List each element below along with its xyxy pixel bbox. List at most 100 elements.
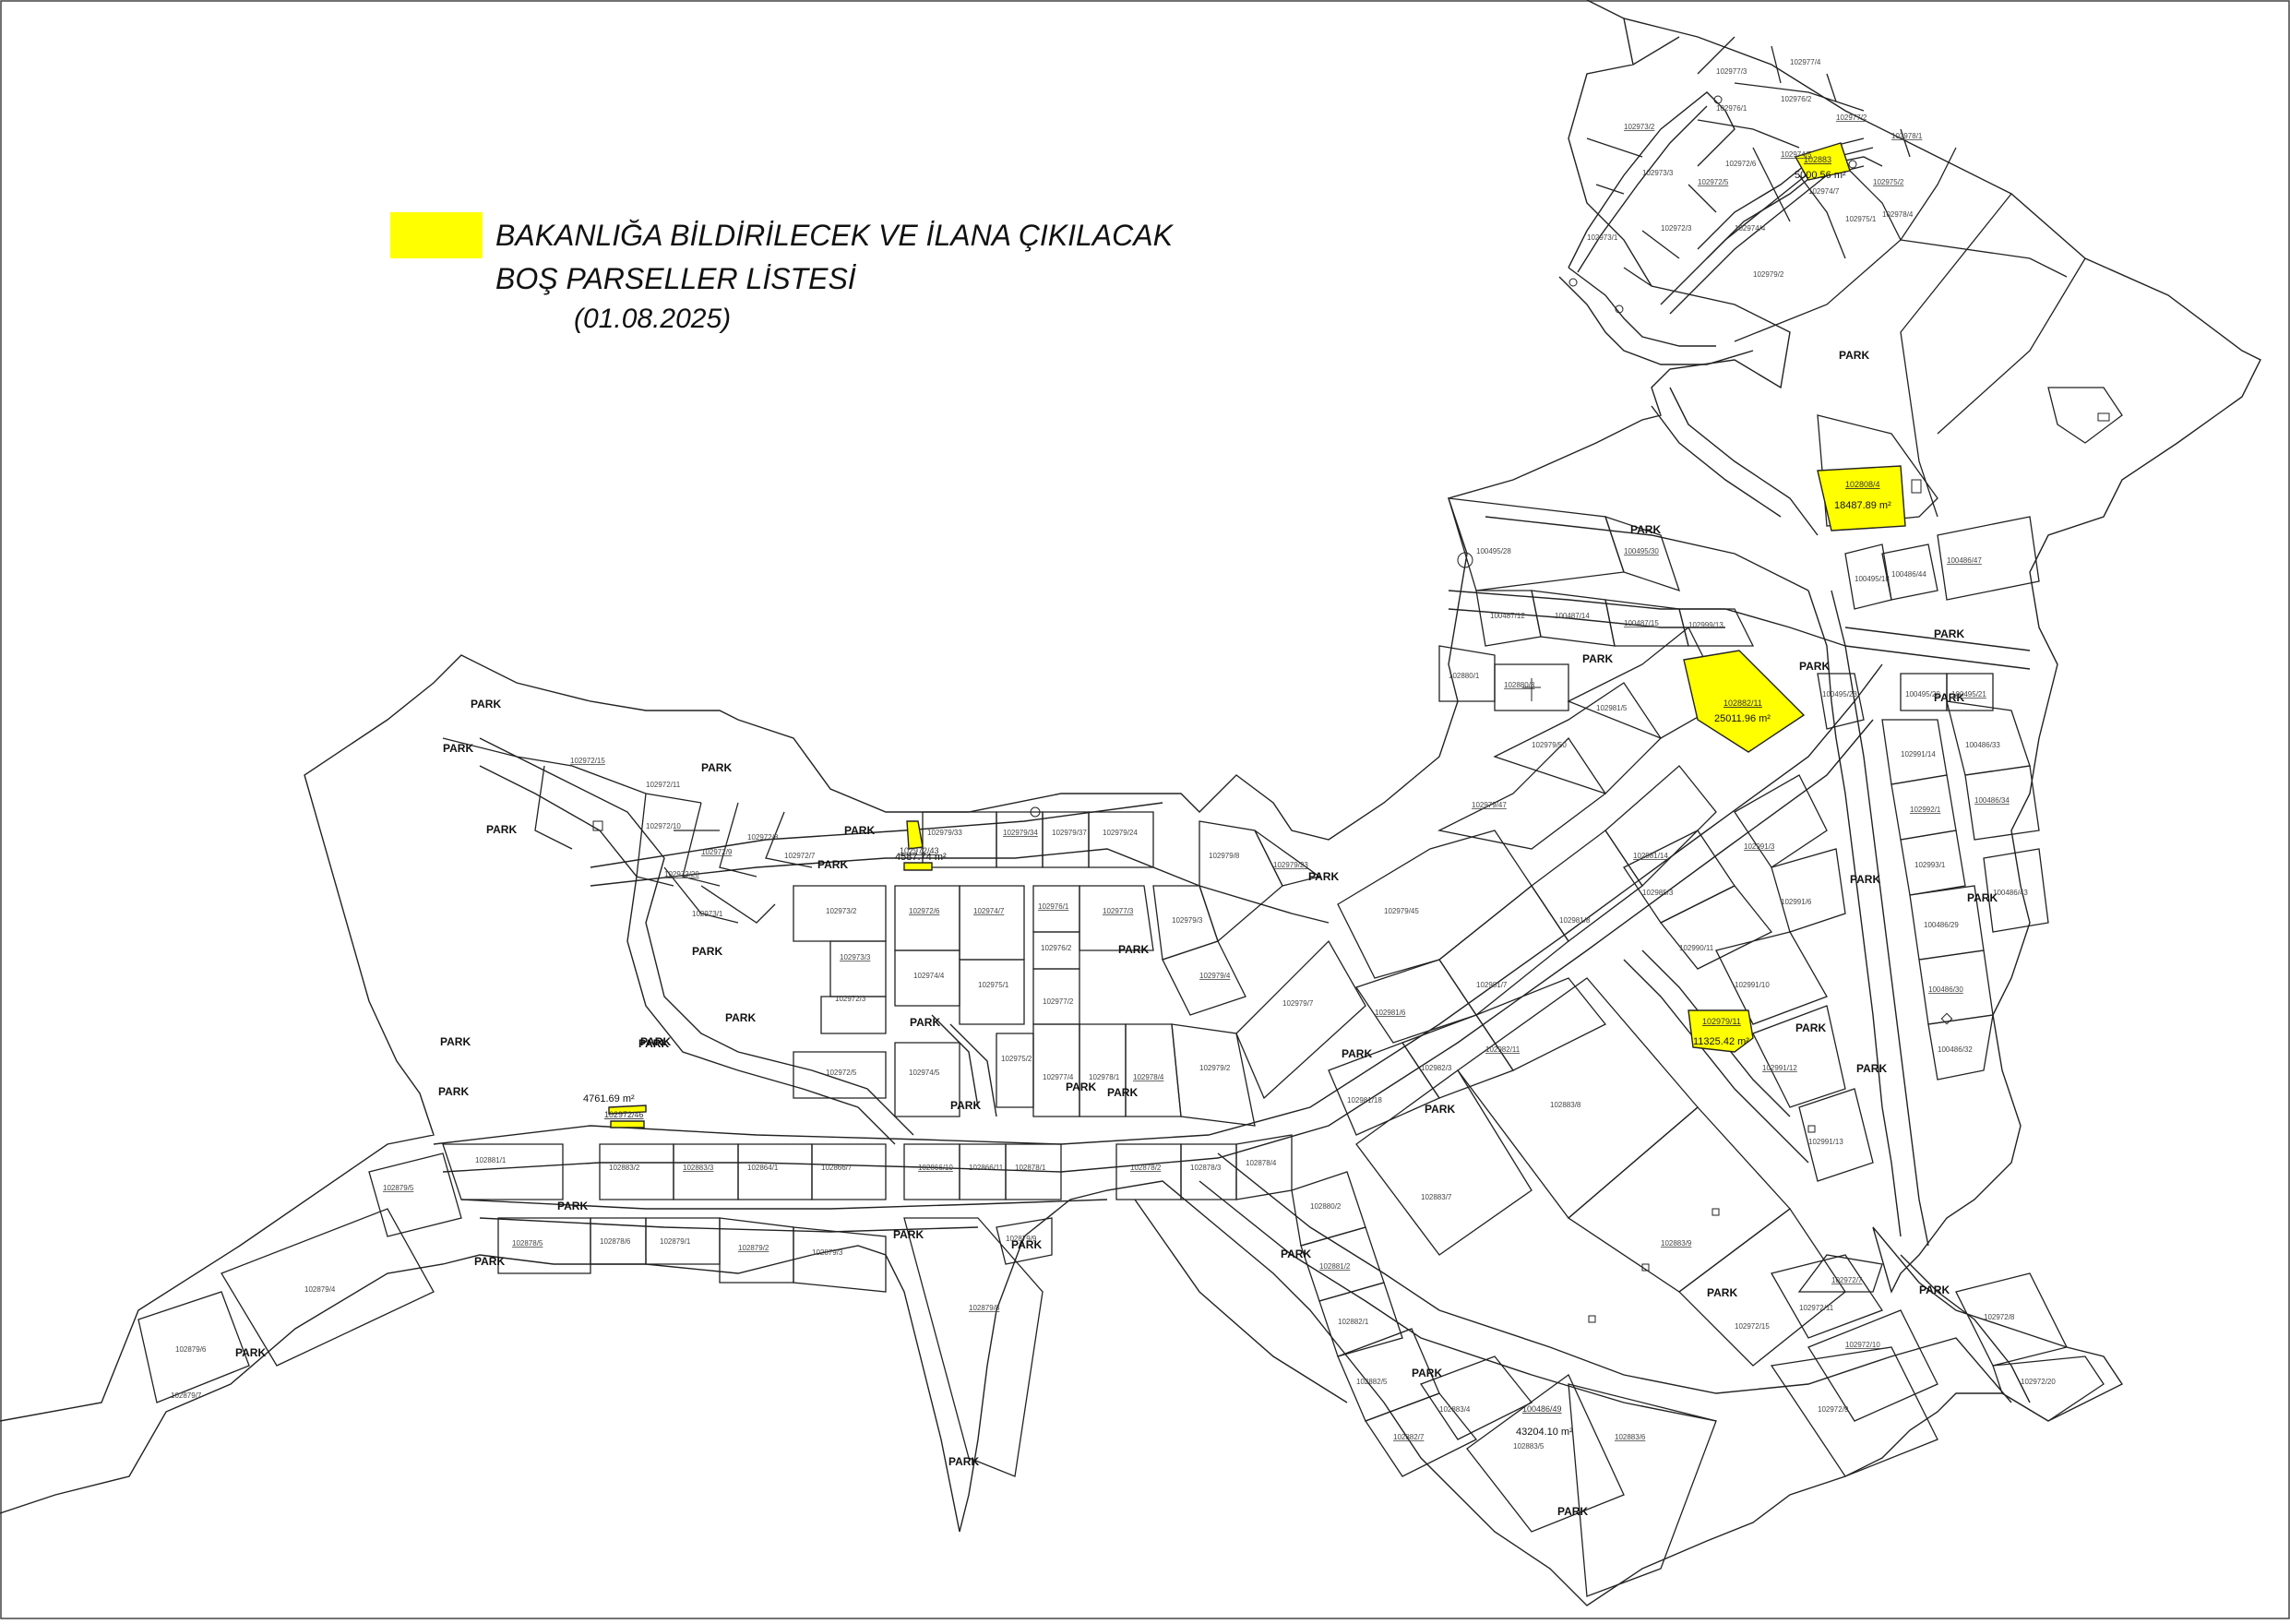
parcel-id-label: 102883/6 (1615, 1433, 1646, 1441)
parcel-id-label: 102992/1 (1910, 806, 1941, 814)
parcel-id-label: 102977/2 (1836, 113, 1867, 122)
legend-title-line1: BAKANLIĞA BİLDİRİLECEK VE İLANA ÇIKILACA… (495, 219, 1175, 252)
highlight-area-102882-11: 25011.96 m² (1714, 713, 1771, 724)
park-label: PARK (443, 742, 473, 755)
parcel-id-label: 102991/6 (1781, 898, 1812, 906)
highlight-parcel-102808-4[interactable] (1817, 465, 1906, 531)
parcel-id-label: 102972/20 (2021, 1378, 2056, 1386)
parcel-id-label: 102979/50 (1532, 741, 1567, 749)
parcel-id-label: 100486/34 (1974, 796, 2010, 805)
parcel-id-label: 100487/12 (1490, 612, 1525, 620)
parcel-id-label: 102972/6 (1725, 160, 1757, 168)
legend-title-line2: BOŞ PARSELLER LİSTESİ (495, 262, 857, 295)
parcel-id-label: 102979/37 (1052, 829, 1087, 837)
parcel-id-label: 102977/4 (1790, 58, 1821, 66)
parcel-id-label: 102979/7 (1282, 999, 1314, 1008)
circle-marker-icon (1568, 278, 1578, 287)
parcel-id-label: 102972/3 (1661, 224, 1692, 233)
parcel-id-label: 102977/3 (1103, 907, 1134, 915)
parcel-id-label: 102879/2 (738, 1244, 769, 1252)
park-label: PARK (486, 823, 517, 836)
park-label: PARK (1850, 873, 1880, 886)
park-label: PARK (1107, 1086, 1138, 1099)
park-label: PARK (1308, 870, 1339, 883)
parcel-id-label: 102972/15 (570, 757, 605, 765)
parcel-id-label: 100486/47 (1947, 556, 1982, 565)
subdivision-boundary (0, 0, 2261, 1606)
parcel-id-label: 102974/4 (913, 972, 945, 980)
parcel-id-label: 102979/47 (1472, 801, 1507, 809)
parcel-id-label: 102978/4 (1882, 210, 1914, 219)
parcel-id-label: 102972/9 (701, 848, 733, 856)
park-label: PARK (1412, 1367, 1442, 1379)
parcel-id-label: 100495/23 (1822, 690, 1857, 699)
parcel-id-label: 102979/34 (1003, 829, 1038, 837)
park-label: PARK (844, 824, 875, 837)
parcel-id-label: 102879/1 (660, 1237, 691, 1246)
square-marker-icon (592, 820, 603, 831)
parcel-id-label: 102981/5 (1596, 704, 1628, 712)
square-marker-icon (1911, 479, 1922, 494)
highlight-parcel-102972-46[interactable] (608, 1105, 647, 1115)
parcel-id-label: 100495/28 (1476, 547, 1511, 555)
highlight-parcel-102979-11[interactable] (1688, 1009, 1754, 1053)
parcel-id-label: 102879/8 (969, 1304, 1000, 1312)
highlight-area-102883: 5000.56 m² (1795, 170, 1846, 181)
highlight-id-102883: 102883 (1804, 155, 1831, 164)
parcel-id-label: 102991/13 (1808, 1138, 1843, 1146)
parcel-id-label: 102990/11 (1679, 944, 1714, 952)
park-label: PARK (725, 1011, 756, 1024)
park-label: PARK (1425, 1103, 1455, 1116)
park-label: PARK (950, 1099, 981, 1112)
highlight-parcel-102972-43b[interactable] (903, 862, 933, 871)
parcel-id-label: 100486/33 (1965, 741, 2000, 749)
park-label: PARK (1934, 691, 1964, 704)
parcel-id-label: 102882/7 (1393, 1433, 1425, 1441)
parcel-id-label: 102972/20 (664, 870, 699, 878)
parcel-id-label: 102972/7 (1831, 1276, 1863, 1284)
parcel-id-label: 102883/2 (609, 1164, 640, 1172)
parcel-id-label: 102879/9 (1006, 1235, 1037, 1243)
parcel-id-label: 100486/30 (1928, 985, 1963, 994)
parcel-id-label: 102879/4 (304, 1285, 336, 1294)
square-marker-icon (2097, 412, 2110, 422)
circle-marker-icon (1713, 95, 1723, 104)
parcel-id-label: 102999/13 (1688, 621, 1723, 629)
highlight-parcel-102882-11[interactable] (1683, 650, 1806, 753)
parcel-id-label: 102979/33 (927, 829, 962, 837)
parcel-id-label: 102972/11 (1799, 1304, 1834, 1312)
highlight-parcel-102972-46b[interactable] (610, 1120, 645, 1128)
parcel-id-label: 102866/10 (918, 1164, 953, 1172)
parcel-id-label: 102977/2 (1043, 997, 1074, 1006)
park-label: PARK (692, 945, 722, 958)
parcel-id-label: 102979/24 (1103, 829, 1138, 837)
park-label: PARK (1557, 1505, 1588, 1518)
highlighted-parcels: 102883 5000.56 m² 102808/4 18487.89 m² 1… (583, 142, 1906, 1438)
square-marker-icon (1712, 1208, 1720, 1216)
parcel-id-label: 102879/6 (175, 1345, 207, 1354)
parcel-id-label: 102981/18 (1347, 1096, 1382, 1105)
circle-marker-icon (1030, 806, 1041, 818)
parcel-id-label: 102879/5 (383, 1184, 414, 1192)
parcel-id-label: 102975/2 (1873, 178, 1904, 186)
parcel-id-label: 102974/5 (1781, 150, 1812, 159)
park-label: PARK (1795, 1021, 1826, 1034)
highlight-id-102808-4: 102808/4 (1845, 480, 1880, 489)
parcel-id-label: 100486/44 (1891, 570, 1926, 579)
parcel-id-label: 100495/20 (1905, 690, 1940, 699)
highlight-parcel-102972-43[interactable] (906, 820, 924, 850)
parcel-id-label: 100495/18 (1855, 575, 1890, 583)
highlight-parcel-102883[interactable] (1794, 142, 1851, 181)
park-label: PARK (474, 1255, 505, 1268)
other-area-id-100486-49: 100486/49 (1522, 1404, 1562, 1414)
parcel-id-label: 102878/5 (512, 1239, 543, 1248)
park-label: PARK (235, 1346, 266, 1359)
parcel-id-label: 102979/4 (1199, 972, 1231, 980)
parcel-id-label: 102972/7 (784, 852, 816, 860)
parcel-id-label: 102972/9 (1818, 1405, 1849, 1414)
parcel-id-label: 102866/7 (821, 1164, 853, 1172)
park-label: PARK (1582, 652, 1613, 665)
park-label: PARK (638, 1037, 669, 1050)
